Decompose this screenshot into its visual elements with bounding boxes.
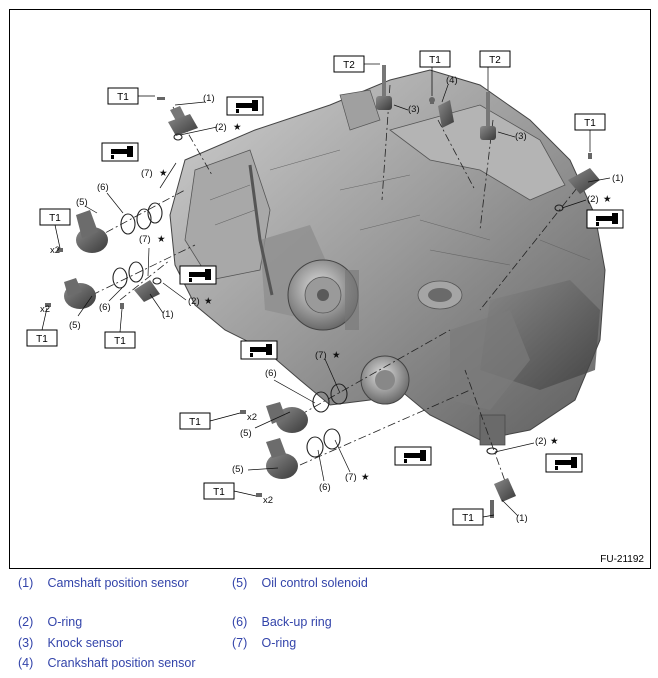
svg-text:x2: x2 (247, 412, 257, 423)
knock-sensor-2 (480, 92, 496, 140)
svg-text:(2): (2) (587, 194, 599, 205)
leader-lines (77, 84, 611, 517)
svg-text:T1: T1 (36, 334, 48, 345)
svg-text:(5): (5) (240, 428, 252, 439)
knock-sensor-1 (376, 65, 392, 110)
oil-apply-icon-7 (545, 453, 583, 473)
svg-text:x2: x2 (263, 495, 273, 506)
svg-text:(6): (6) (99, 302, 111, 313)
parts-legend: (1) Camshaft position sensor (2) O-ring … (0, 572, 658, 678)
oil-control-solenoid-upper-left (76, 210, 108, 253)
assembly-axis-lines (91, 84, 578, 496)
oil-apply-icon-2 (101, 142, 139, 162)
legend-item-1: (1) Camshaft position sensor (18, 576, 189, 590)
svg-text:T1: T1 (189, 417, 201, 428)
camshaft-position-sensor-lower-left (134, 280, 160, 302)
svg-text:T1: T1 (584, 118, 596, 129)
svg-text:★: ★ (204, 296, 213, 307)
svg-text:(3): (3) (515, 131, 527, 142)
svg-text:(4): (4) (446, 75, 458, 86)
svg-text:★: ★ (332, 350, 341, 361)
legend-item-4: (4) Crankshaft position sensor (18, 656, 196, 670)
svg-text:T1: T1 (114, 336, 126, 347)
svg-text:(5): (5) (69, 320, 81, 331)
svg-text:(1): (1) (516, 513, 528, 524)
svg-text:(5): (5) (76, 197, 88, 208)
svg-text:T1: T1 (429, 55, 441, 66)
torque-box-t1-1: T1 (107, 87, 155, 105)
svg-text:(2): (2) (535, 436, 547, 447)
svg-text:★: ★ (157, 234, 166, 245)
svg-text:(5): (5) (232, 464, 244, 475)
torque-box-t1-6: T1 (104, 308, 136, 349)
svg-text:x2: x2 (50, 245, 60, 256)
torque-box-t1-8: T1 (203, 482, 257, 500)
legend-item-6: (6) Back-up ring (232, 615, 332, 629)
svg-text:T2: T2 (489, 55, 501, 66)
svg-text:(7): (7) (139, 234, 151, 245)
oil-apply-icon-4 (586, 209, 624, 229)
torque-box-t1-3: T1 (574, 113, 606, 152)
svg-text:★: ★ (361, 472, 370, 483)
svg-text:★: ★ (159, 168, 168, 179)
camshaft-position-sensor-left (168, 106, 198, 136)
svg-text:T1: T1 (49, 213, 61, 224)
svg-text:★: ★ (233, 122, 242, 133)
engine-exploded-diagram: T1 T2 T1 T2 T1 T1 T1 (26, 50, 624, 526)
figure-id: FU-21192 (600, 554, 644, 565)
oil-control-solenoid-lower-1 (266, 402, 308, 433)
svg-text:(6): (6) (265, 368, 277, 379)
oil-apply-icon-3 (179, 265, 217, 285)
oil-control-solenoid-lower-2 (266, 438, 298, 479)
camshaft-position-sensor-bottom (490, 478, 516, 518)
torque-box-t1-5: T1 (26, 307, 58, 347)
svg-text:(7): (7) (345, 472, 357, 483)
torque-box-t1-4: T1 (39, 208, 71, 249)
svg-text:(2): (2) (215, 122, 227, 133)
svg-text:(3): (3) (408, 104, 420, 115)
svg-text:T2: T2 (343, 60, 355, 71)
torque-box-t2-1: T2 (333, 55, 380, 73)
svg-text:★: ★ (603, 194, 612, 205)
svg-text:(7): (7) (315, 350, 327, 361)
svg-text:(7): (7) (141, 168, 153, 179)
torque-box-t2-2: T2 (479, 50, 511, 90)
o-ring-and-backup-rings (112, 133, 564, 458)
legend-item-3: (3) Knock sensor (18, 636, 124, 650)
camshaft-position-sensor-right (568, 168, 600, 194)
svg-text:x2: x2 (40, 304, 50, 315)
svg-text:(6): (6) (319, 482, 331, 493)
legend-item-2: (2) O-ring (18, 615, 83, 629)
callout-labels: (1) (2) ★ (3) (4) (3) (1) (2) ★ (7) ★ (6… (40, 75, 624, 524)
oil-apply-icon-6 (394, 446, 432, 466)
oil-apply-icon-1 (226, 96, 264, 116)
torque-box-t1-7: T1 (179, 412, 241, 430)
svg-text:(1): (1) (162, 309, 174, 320)
diagram-frame: T1 T2 T1 T2 T1 T1 T1 (9, 9, 651, 569)
svg-text:(1): (1) (612, 173, 624, 184)
torque-box-t1-9: T1 (452, 508, 495, 526)
svg-text:(6): (6) (97, 182, 109, 193)
oil-control-solenoid-lower-left (64, 278, 96, 309)
svg-text:(1): (1) (203, 93, 215, 104)
legend-item-5: (5) Oil control solenoid (232, 576, 368, 590)
svg-text:T1: T1 (462, 513, 474, 524)
bolts (45, 97, 592, 497)
svg-text:T1: T1 (213, 487, 225, 498)
svg-text:★: ★ (550, 436, 559, 447)
torque-box-t1-2: T1 (419, 50, 451, 96)
svg-text:(2): (2) (188, 296, 200, 307)
oil-apply-icon-5 (240, 340, 278, 360)
svg-text:T1: T1 (117, 92, 129, 103)
legend-item-7: (7) O-ring (232, 636, 297, 650)
